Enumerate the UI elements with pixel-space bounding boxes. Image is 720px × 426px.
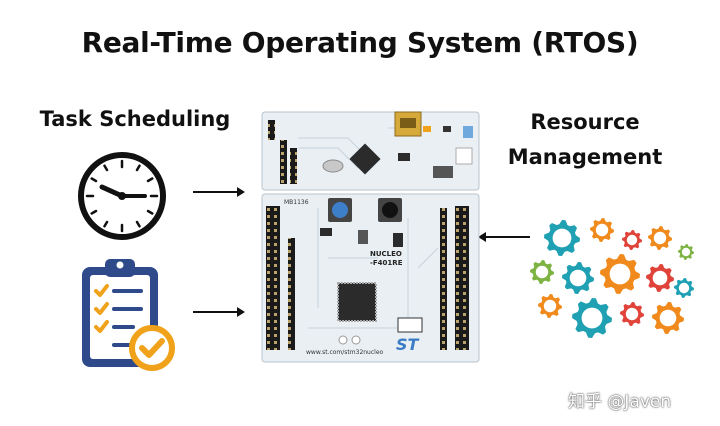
gear-center — [595, 223, 609, 237]
gear-center — [581, 307, 603, 329]
arrow-right-icon — [193, 187, 245, 197]
resource-management-label: Resource Management — [500, 105, 670, 175]
nucleo-board: NUCLEO -F401RE MB1136 ST www.st.com/stm3… — [261, 111, 480, 363]
gear-center — [552, 228, 572, 248]
board-brand-logo: ST — [396, 335, 420, 354]
gear-center — [653, 231, 667, 245]
page-title: Real-Time Operating System (RTOS) — [81, 26, 639, 59]
resource-label-line2: Management — [507, 145, 663, 169]
gear-center — [543, 299, 557, 313]
board-model-line2: -F401RE — [370, 259, 403, 267]
resource-label-line1: Resource — [530, 110, 640, 134]
gear-center — [681, 247, 691, 257]
board-model-line1: NUCLEO — [370, 250, 402, 258]
gear-center — [625, 307, 639, 321]
arrow-right-icon — [193, 307, 245, 317]
task-scheduling-label: Task Scheduling — [39, 107, 231, 131]
clock-icon — [78, 152, 166, 240]
gear-center — [535, 265, 549, 279]
board-pcb-code: MB1136 — [284, 199, 309, 206]
arrow-left-icon — [478, 232, 530, 242]
clipboard-checklist-icon — [82, 259, 175, 371]
gear-center — [609, 263, 631, 285]
gear-center — [626, 234, 638, 246]
watermark: 知乎 @Javen — [568, 392, 672, 412]
gears-icon — [530, 218, 694, 338]
gear-center — [678, 282, 690, 294]
gear-center — [569, 269, 587, 287]
gear-center — [652, 270, 668, 286]
board-url: www.st.com/stm32nucleo — [306, 349, 384, 356]
gear-center — [659, 309, 677, 327]
